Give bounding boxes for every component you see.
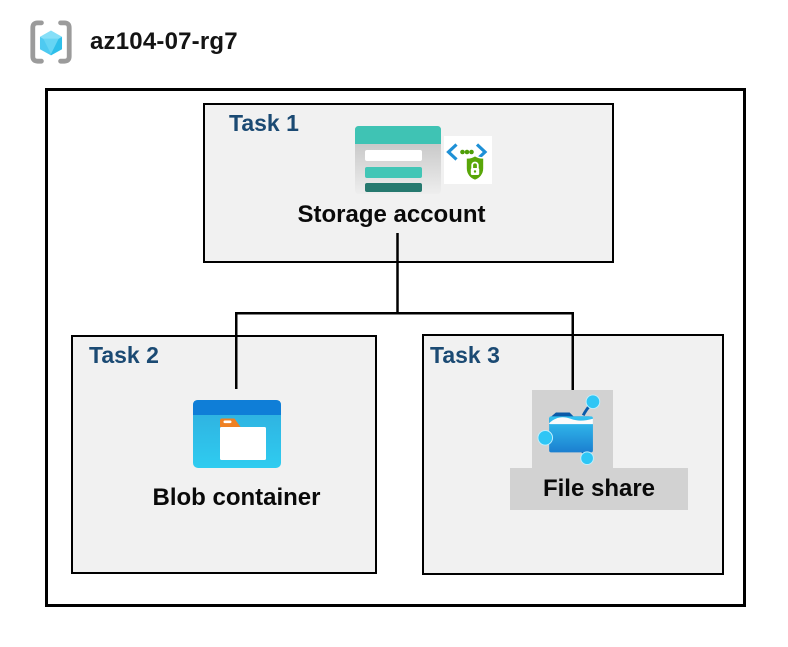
file-share-label-highlight: File share bbox=[510, 468, 688, 510]
blob-container-icon bbox=[193, 400, 281, 468]
task2-box: Task 2 Blob container bbox=[71, 335, 377, 574]
file-share-icon-highlight bbox=[532, 390, 613, 468]
blob-container-label: Blob container bbox=[152, 484, 321, 511]
resource-group-icon bbox=[30, 20, 72, 64]
file-share-label: File share bbox=[542, 475, 656, 502]
task2-label: Task 2 bbox=[89, 342, 159, 368]
task1-label: Task 1 bbox=[229, 110, 299, 136]
resource-group-header: az104-07-rg7 bbox=[28, 19, 238, 65]
storage-account-label: Storage account bbox=[297, 201, 486, 228]
task3-label: Task 3 bbox=[430, 342, 500, 368]
code-shield-lock-icon bbox=[444, 136, 492, 184]
storage-account-icon bbox=[355, 126, 441, 194]
task1-box: Task 1 Storage account bbox=[203, 103, 614, 263]
task3-box: Task 3 File share bbox=[422, 334, 724, 575]
resource-group-title: az104-07-rg7 bbox=[90, 28, 238, 55]
file-share-icon bbox=[537, 394, 601, 465]
